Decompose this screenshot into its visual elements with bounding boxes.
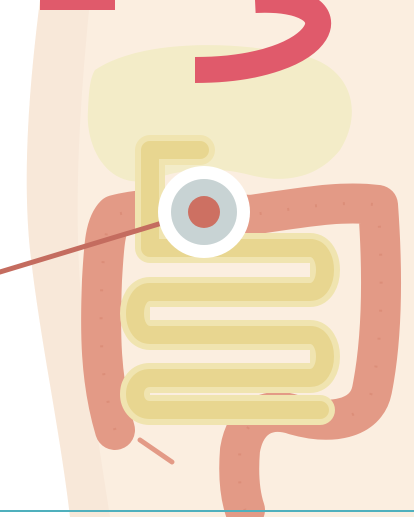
target-marker-icon <box>188 196 220 228</box>
corner-tab <box>40 0 115 10</box>
bottom-rule <box>0 510 414 512</box>
